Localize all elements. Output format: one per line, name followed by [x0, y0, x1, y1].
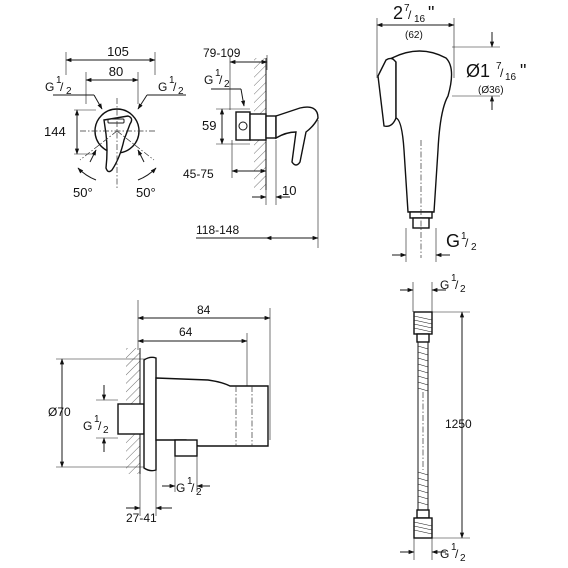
svg-text:G: G	[446, 231, 460, 251]
svg-text:1: 1	[451, 273, 457, 284]
view-valve-side: 79-109 G 1 / 2 59 45-75 10	[183, 46, 319, 248]
shower-handle	[390, 50, 453, 213]
angle-right: 50°	[136, 185, 156, 200]
view-hose: G 1 / 2	[400, 273, 472, 564]
diameter-label: Ø1 7 / 16 "	[466, 61, 526, 83]
svg-text:/: /	[219, 73, 223, 87]
valve-lever	[103, 115, 133, 173]
svg-text:7: 7	[496, 61, 502, 72]
svg-text:2: 2	[471, 242, 477, 253]
dim-10: 10	[282, 183, 296, 198]
svg-text:G: G	[83, 419, 92, 433]
outlet-rosette	[143, 356, 157, 472]
dim-59: 59	[202, 118, 216, 133]
svg-text:/: /	[173, 80, 177, 94]
svg-text:2: 2	[196, 487, 202, 498]
svg-text:2: 2	[460, 553, 466, 564]
dim-27-41: 27-41	[126, 511, 157, 525]
outlet-body	[155, 377, 269, 447]
thread-label-right: G 1 / 2	[158, 75, 184, 97]
thread-label-left: G 1 / 2	[45, 75, 72, 97]
view-wall-outlet: 84 64 Ø70 G 1 / 2	[48, 300, 271, 525]
svg-text:2: 2	[460, 284, 466, 295]
thread-label-hose-top: G 1 / 2	[440, 273, 466, 295]
thread-label-outlet-bottom: G 1 / 2	[176, 476, 202, 498]
svg-text:/: /	[191, 481, 195, 495]
svg-text:/: /	[465, 236, 469, 250]
hose-tube	[417, 342, 429, 510]
dim-105: 105	[107, 44, 129, 59]
svg-text:/: /	[500, 66, 504, 80]
width-label: 2 7 / 16 "	[393, 3, 434, 25]
outlet-inlet	[117, 403, 145, 435]
svg-text:": "	[520, 61, 526, 81]
outlet-bottom-connector	[174, 439, 198, 457]
dim-144: 144	[44, 124, 66, 139]
svg-text:1: 1	[94, 414, 100, 425]
svg-text:2: 2	[178, 86, 184, 97]
svg-text:2: 2	[66, 86, 72, 97]
svg-text:/: /	[98, 419, 102, 433]
svg-text:G: G	[440, 547, 449, 561]
width-mm: (62)	[405, 30, 423, 41]
thread-label-outlet-left: G 1 / 2	[83, 414, 109, 436]
svg-text:G: G	[440, 278, 449, 292]
svg-text:1: 1	[215, 68, 221, 79]
svg-text:7: 7	[404, 3, 410, 14]
angle-left: 50°	[73, 185, 93, 200]
dim-45-75: 45-75	[183, 167, 214, 181]
valve-inlet	[235, 111, 251, 141]
svg-text:1: 1	[187, 476, 193, 487]
svg-text:/: /	[455, 547, 459, 561]
svg-text:/: /	[408, 8, 412, 22]
diameter-mm: (Ø36)	[478, 85, 504, 96]
svg-text:1: 1	[169, 75, 175, 86]
dim-80: 80	[109, 64, 123, 79]
shower-head-face	[377, 57, 397, 128]
svg-text:G: G	[204, 73, 213, 87]
svg-text:G: G	[176, 481, 185, 495]
svg-text:": "	[428, 3, 434, 23]
svg-text:/: /	[455, 278, 459, 292]
valve-lever-side	[275, 106, 319, 166]
svg-text:2: 2	[224, 79, 230, 90]
thread-label-side: G 1 / 2	[204, 68, 230, 90]
svg-text:1: 1	[56, 75, 62, 86]
svg-text:/: /	[60, 80, 64, 94]
dim-84: 84	[197, 303, 211, 317]
svg-text:16: 16	[414, 14, 426, 25]
dim-dia-70: Ø70	[48, 405, 71, 419]
thread-label-hose-bottom: G 1 / 2	[440, 542, 466, 564]
view-hand-shower: 2 7 / 16 " (62) Ø1 7 / 16 " (Ø36)	[376, 3, 526, 262]
svg-text:2: 2	[103, 425, 109, 436]
svg-text:1: 1	[451, 542, 457, 553]
svg-text:G: G	[45, 80, 54, 94]
dim-118-148: 118-148	[196, 223, 239, 237]
svg-text:2: 2	[393, 3, 403, 23]
hose-top-nut	[413, 311, 433, 335]
view-valve-front: 105 80 G 1 / 2 G 1 / 2 144	[44, 44, 186, 200]
svg-text:G: G	[158, 80, 167, 94]
svg-text:1: 1	[461, 231, 467, 242]
svg-text:Ø1: Ø1	[466, 61, 490, 81]
thread-label-shower: G 1 / 2	[446, 231, 477, 253]
dim-1250: 1250	[445, 417, 472, 431]
svg-text:16: 16	[505, 72, 517, 83]
dim-79-109: 79-109	[203, 46, 241, 60]
dim-64: 64	[179, 325, 193, 339]
